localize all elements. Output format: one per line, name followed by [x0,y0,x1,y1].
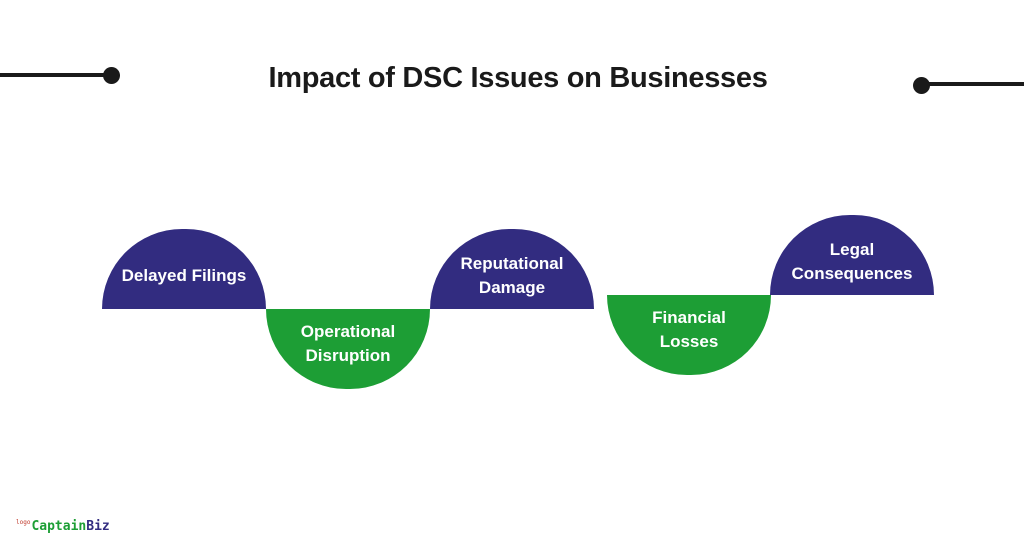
decor-line-right [926,82,1024,86]
decor-dot-right [913,77,930,94]
step-legal-consequences: Legal Consequences [770,215,934,295]
logo-part1: Captain [31,519,87,534]
captainbiz-logo: logoCaptainBiz [16,519,110,534]
step-delayed-filings: Delayed Filings [102,229,266,309]
step-label: Legal Consequences [791,240,913,283]
step-operational-disruption: Operational Disruption [266,309,430,389]
step-label: Delayed Filings [121,266,247,285]
logo-prefix: logo [16,519,31,526]
logo-part2: Biz [86,519,110,534]
step-label: Financial Losses [652,308,726,351]
step-label: Operational Disruption [300,322,396,365]
page-title: Impact of DSC Issues on Businesses [268,62,768,94]
decor-line-left [0,73,104,77]
step-financial-losses: Financial Losses [607,295,771,375]
step-reputational-damage: Reputational Damage [430,229,594,309]
decor-dot-left [103,67,120,84]
step-label: Reputational Damage [460,254,564,297]
